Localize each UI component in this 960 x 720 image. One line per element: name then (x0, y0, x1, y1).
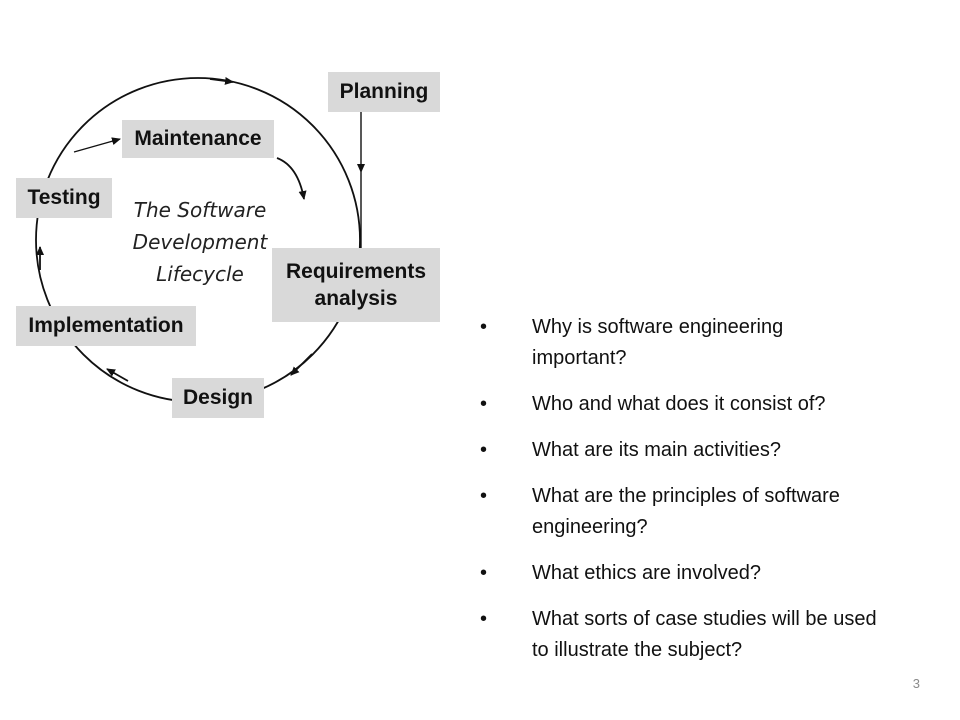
testing-to-maintenance-line (73, 137, 121, 153)
cycle-arrow-bottom-left (106, 368, 129, 382)
maintenance-box: Maintenance (122, 120, 274, 158)
testing-label: Testing (27, 186, 101, 210)
question-item: • What are the principles of software eng… (478, 481, 878, 543)
bullet: • (480, 608, 488, 630)
question-item: • What are its main activities? (478, 435, 878, 466)
bullet: • (480, 485, 488, 507)
question-item: • What ethics are involved? (478, 558, 878, 589)
design-label: Design (182, 386, 253, 410)
requirements-label-line2: analysis (314, 287, 398, 310)
planning-box: Planning (328, 72, 440, 112)
diagram-title-line: Development (132, 230, 268, 254)
bullet: • (480, 562, 488, 584)
cycle-arrow-top (209, 76, 234, 85)
implementation-box: Implementation (16, 306, 196, 346)
planning-label: Planning (339, 80, 429, 104)
question-item: • What sorts of case studies will be used… (478, 604, 878, 666)
question-text: What are its main activities? (532, 439, 781, 461)
requirements-box: Requirements analysis (272, 248, 440, 322)
page-number: 3 (912, 676, 920, 691)
diagram-title: The Software Development Lifecycle (110, 194, 290, 290)
diagram-title-line: The Software (133, 198, 267, 222)
question-text: Why is software engineering important? (532, 316, 784, 369)
diagram-title-line: Lifecycle (156, 262, 244, 286)
question-text: What are the principles of software engi… (532, 485, 840, 538)
design-box: Design (172, 378, 264, 418)
questions-list: •Why is software engineering important? … (478, 312, 878, 666)
bullet: • (480, 316, 488, 338)
bullet: • (480, 393, 488, 415)
maintenance-label: Maintenance (134, 127, 262, 151)
question-text: Who and what does it consist of? (532, 393, 826, 415)
cycle-arrow-right-lower (290, 353, 313, 376)
question-item: • Who and what does it consist of? (478, 389, 878, 420)
implementation-label: Implementation (28, 314, 184, 338)
question-text: What sorts of case studies will be used … (532, 608, 877, 661)
maintenance-curved-arrow (276, 157, 307, 200)
bullet: • (480, 439, 488, 461)
testing-box: Testing (16, 178, 112, 218)
question-item: • Why is software engineering important? (478, 312, 878, 374)
question-text: What ethics are involved? (532, 562, 762, 584)
requirements-label-line1: Requirements (285, 259, 427, 283)
